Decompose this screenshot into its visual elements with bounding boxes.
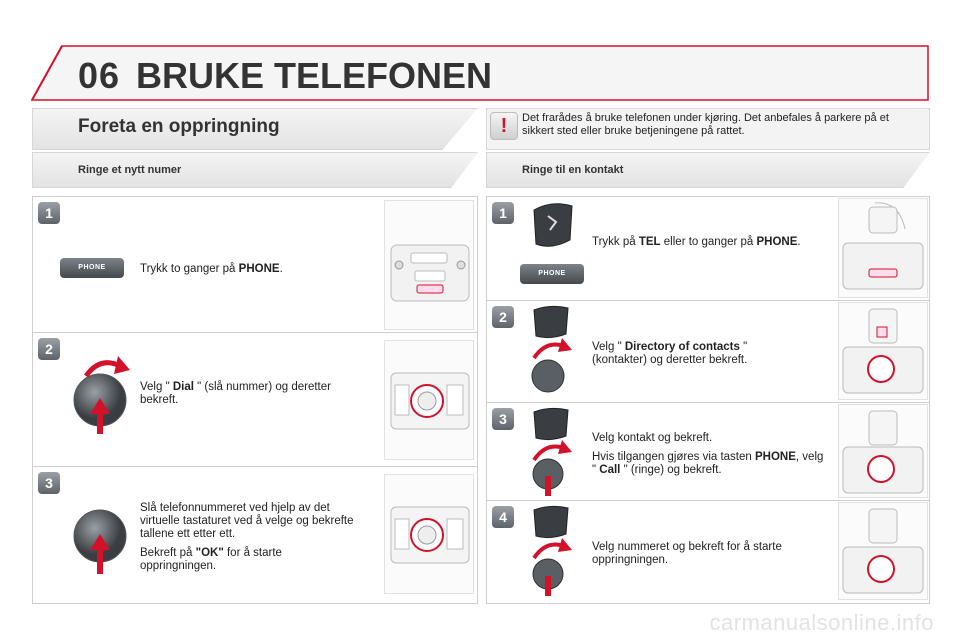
phone-button-icon: PHONE [60, 258, 124, 278]
chapter-number: 06 [78, 55, 121, 96]
control-panel-illustration [384, 340, 474, 460]
left-subtitle-bar [32, 152, 478, 188]
steering-and-panel-illustration [838, 404, 928, 498]
left-step-3-paragraph-1: Slå telefonnummeret ved hjelp av det vir… [140, 502, 354, 540]
warning-text: Det frarådes å bruke telefonen under kjø… [522, 112, 889, 137]
radio-panel-illustration [384, 200, 474, 330]
warning-panel [486, 108, 930, 150]
left-subtitle: Ringe et nytt numer [78, 164, 182, 176]
right-step-4-paragraph-1: Velg nummeret og bekreft for å starte op… [592, 541, 782, 566]
left-step-2-text: Velg " Dial " (slå nummer) og deretter b… [140, 381, 331, 406]
section-title: Foreta en oppringning [78, 116, 280, 137]
right-step-3-text: Velg kontakt og bekreft. Hvis tilgangen … [592, 432, 828, 483]
steering-control-icon [532, 407, 572, 496]
right-step-2-number: 2 [492, 306, 514, 328]
right-subtitle: Ringe til en kontakt [522, 164, 624, 176]
steering-and-panel-illustration [838, 302, 928, 400]
left-step-3-text: Slå telefonnummeret ved hjelp av det vir… [140, 502, 360, 579]
right-subtitle-bar [486, 152, 930, 188]
steering-and-radio-illustration [838, 198, 928, 298]
right-step-4-number: 4 [492, 506, 514, 528]
right-step-1-number: 1 [492, 202, 514, 224]
steering-control-icon [532, 505, 572, 596]
left-step-3-number: 3 [38, 472, 60, 494]
warning-icon: ! [490, 112, 518, 140]
left-step-3-paragraph-2: Bekreft på "OK" for å starte oppringning… [140, 547, 282, 572]
control-panel-illustration [384, 474, 474, 594]
left-step-2-number: 2 [38, 338, 60, 360]
steering-control-icon [533, 203, 573, 247]
right-step-3-paragraph-1: Velg kontakt og bekreft. [592, 432, 713, 444]
steering-control-icon [531, 305, 572, 393]
left-step-1-number: 1 [38, 202, 60, 224]
rotary-knob-push-icon [73, 509, 127, 574]
phone-button-icon: PHONE [520, 264, 584, 284]
right-step-3-paragraph-2: Hvis tilgangen gjøres via tasten PHONE, … [592, 451, 824, 476]
right-step-3-number: 3 [492, 408, 514, 430]
left-step-1-text: Trykk to ganger på PHONE. [140, 263, 283, 275]
chapter-header-band [30, 45, 929, 101]
rotary-knob-icon [73, 356, 130, 434]
warning-icon-glyph: ! [500, 115, 508, 137]
right-step-2-text: Velg " Directory of contacts " (kontakte… [592, 341, 748, 366]
steering-and-panel-illustration [838, 502, 928, 600]
right-step-4-text: Velg nummeret og bekreft for å starte op… [592, 541, 812, 573]
chapter-title: BRUKE TELEFONEN [136, 55, 493, 96]
section-title-bar [32, 108, 478, 150]
watermark: carmanualsonline.info [709, 610, 934, 635]
right-step-1-text: Trykk på TEL eller to ganger på PHONE. [592, 236, 801, 248]
